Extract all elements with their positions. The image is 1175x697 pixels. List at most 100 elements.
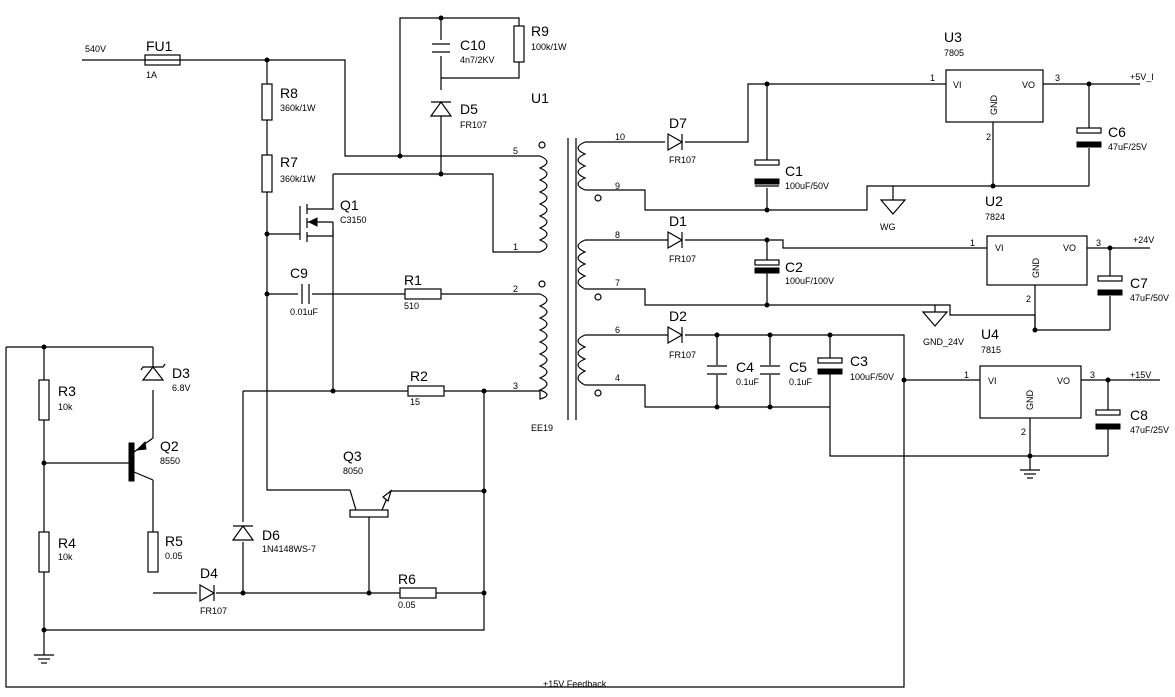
ground-symbols: [34, 199, 1040, 664]
u3-pin-in: 1: [930, 73, 935, 83]
c7-value: 47uF/50V: [1130, 293, 1169, 303]
mosfet-q1: [299, 204, 334, 242]
r8-ref: R8: [280, 85, 298, 101]
d4-value: FR107: [200, 606, 227, 616]
u3-output-net: +5V_I: [1130, 72, 1154, 82]
d2-value: FR107: [669, 350, 696, 360]
resistor-r8: [261, 83, 273, 121]
u1-pin-6: 6: [615, 325, 620, 335]
ground-wg: [879, 199, 907, 215]
transistor-q3: [349, 489, 393, 518]
d6-value: 1N4148WS-7: [262, 544, 316, 554]
c10-ref: C10: [460, 37, 486, 53]
feedback-label: +15V Feedback: [543, 679, 607, 689]
u3-value: 7805: [944, 48, 964, 58]
c5-ref: C5: [789, 359, 807, 375]
fu1-ref: FU1: [146, 38, 173, 54]
u3-pin-gnd: 2: [986, 132, 991, 142]
diode-d5: [429, 100, 453, 117]
u2-pin-in: 1: [970, 238, 975, 248]
d7-value: FR107: [669, 155, 696, 165]
u4-vo: VO: [1057, 376, 1070, 386]
c6-value: 47uF/25V: [1108, 142, 1147, 152]
u3-ref: U3: [944, 29, 962, 45]
capacitor-c9: [301, 284, 310, 304]
r2-ref: R2: [410, 368, 428, 384]
resistor-r4: [38, 531, 50, 573]
u4-vi: VI: [988, 376, 997, 386]
u3-pin-out: 3: [1055, 73, 1060, 83]
d1-ref: D1: [669, 213, 687, 229]
q1-value: C3150: [340, 215, 367, 225]
ground-gnd-24v-label: GND_24V: [923, 337, 964, 347]
u4-pin-out: 3: [1090, 370, 1095, 380]
r9-ref: R9: [531, 23, 549, 39]
d5-ref: D5: [460, 101, 478, 117]
source-voltage-label: 540V: [85, 44, 106, 54]
c9-value: 0.01uF: [290, 307, 319, 317]
resistor-r1: [404, 288, 442, 300]
d6-ref: D6: [262, 527, 280, 543]
u2-pin-out: 3: [1096, 238, 1101, 248]
u1-core: EE19: [531, 423, 553, 433]
r7-value: 360k/1W: [280, 174, 316, 184]
u2-vi: VI: [995, 243, 1004, 253]
u1-pin-10: 10: [615, 132, 625, 142]
resistor-r3: [38, 379, 50, 421]
u1-ref: U1: [531, 90, 549, 106]
capacitor-c1: [754, 159, 780, 187]
fuse-fu1: [144, 54, 181, 66]
c6-ref: C6: [1108, 124, 1126, 140]
junction-dots: [41, 15, 1113, 633]
ground-left: [34, 654, 54, 664]
wires: [5, 17, 1160, 688]
u3-vo: VO: [1022, 80, 1035, 90]
transistor-q2: [128, 437, 154, 482]
c1-ref: C1: [785, 163, 803, 179]
u3-vi: VI: [953, 80, 962, 90]
resistor-r2: [407, 385, 445, 397]
d2-ref: D2: [669, 308, 687, 324]
fu1-value: 1A: [146, 70, 157, 80]
diode-d4: [199, 583, 216, 603]
d5-value: FR107: [460, 120, 487, 130]
capacitor-symbols: [301, 43, 1123, 430]
q1-ref: Q1: [340, 197, 359, 213]
resistor-r9: [513, 25, 525, 63]
ground-u4: [1020, 469, 1040, 479]
r7-ref: R7: [280, 154, 298, 170]
u2-gnd: GND: [1031, 258, 1041, 279]
diode-d2: [667, 325, 684, 345]
capacitor-c2: [754, 259, 780, 274]
diode-d1: [667, 230, 684, 250]
u4-gnd: GND: [1025, 390, 1035, 411]
diode-symbols: [140, 100, 684, 603]
capacitor-c4: [707, 365, 727, 375]
u4-pin-gnd: 2: [1021, 427, 1026, 437]
r9-value: 100k/1W: [531, 42, 567, 52]
capacitor-c10: [432, 43, 450, 53]
r4-value: 10k: [58, 552, 73, 562]
ground-gnd-24v: [921, 311, 949, 327]
c3-ref: C3: [850, 353, 868, 369]
r6-ref: R6: [398, 571, 416, 587]
capacitor-c5: [760, 365, 780, 375]
u2-value: 7824: [985, 212, 1005, 222]
diode-d6: [231, 524, 255, 541]
d3-ref: D3: [172, 365, 190, 381]
q2-value: 8550: [160, 456, 180, 466]
capacitor-c6: [1076, 127, 1102, 148]
c8-value: 47uF/25V: [1130, 425, 1169, 435]
u1-pin-3: 3: [513, 381, 518, 391]
labels: 540V +15V Feedback FU1 1A U1 EE19 5 1 2 …: [58, 23, 1169, 689]
r3-ref: R3: [58, 383, 76, 399]
resistor-r5: [147, 531, 159, 573]
u3-gnd: GND: [989, 95, 999, 116]
r1-ref: R1: [404, 272, 422, 288]
u2-pin-gnd: 2: [1026, 294, 1031, 304]
u2-output-net: +24V: [1133, 235, 1154, 245]
u1-pin-5: 5: [513, 146, 518, 156]
r6-value: 0.05: [398, 600, 416, 610]
u4-value: 7815: [981, 345, 1001, 355]
